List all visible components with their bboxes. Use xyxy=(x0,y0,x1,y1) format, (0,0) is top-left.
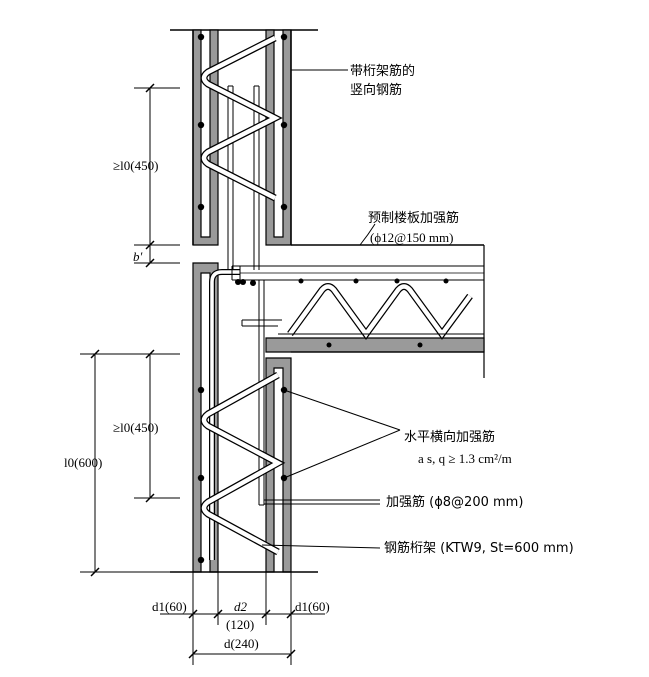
label-truss: 钢筋桁架 (KTW9, St=600 mm) xyxy=(384,540,574,556)
label-horizontal-rebar-1: 水平横向加强筋 xyxy=(404,429,495,445)
label-horizontal-rebar-2: a s, q ≥ 1.3 cm²/m xyxy=(418,451,512,466)
dim-lower-lap: ≥l0(450) xyxy=(113,420,158,435)
dim-d1-left: d1(60) xyxy=(152,599,187,614)
label-truss-rebar-1: 带桁架筋的 xyxy=(350,63,415,79)
upper-wall xyxy=(170,29,318,270)
label-slab-rebar-2: (ϕ12@150 mm) xyxy=(370,230,453,245)
dim-d2: d2 xyxy=(234,599,248,614)
label-slab-rebar-1: 预制楼板加强筋 xyxy=(368,210,459,226)
floor-slab xyxy=(231,244,485,378)
dim-l0-total: l0(600) xyxy=(64,455,102,470)
dim-gap-b: b′ xyxy=(133,249,143,264)
vertical-dimensions xyxy=(80,83,180,577)
dim-d1-right: d1(60) xyxy=(295,599,330,614)
lower-wall xyxy=(170,262,318,573)
dim-d-total: d(240) xyxy=(224,636,259,651)
dim-upper-lap: ≥l0(450) xyxy=(113,158,158,173)
label-add-rebar: 加强筋 (ϕ8@200 mm) xyxy=(386,494,523,510)
dim-d2-value: (120) xyxy=(226,617,254,632)
leader-lines xyxy=(261,69,401,549)
label-truss-rebar-2: 竖向钢筋 xyxy=(350,82,402,98)
horizontal-dimensions xyxy=(160,572,325,665)
